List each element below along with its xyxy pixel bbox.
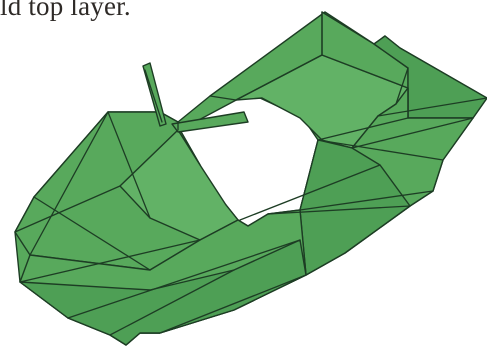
origami-model-diagram <box>0 0 487 348</box>
diagram-page: ld top layer. <box>0 0 487 348</box>
